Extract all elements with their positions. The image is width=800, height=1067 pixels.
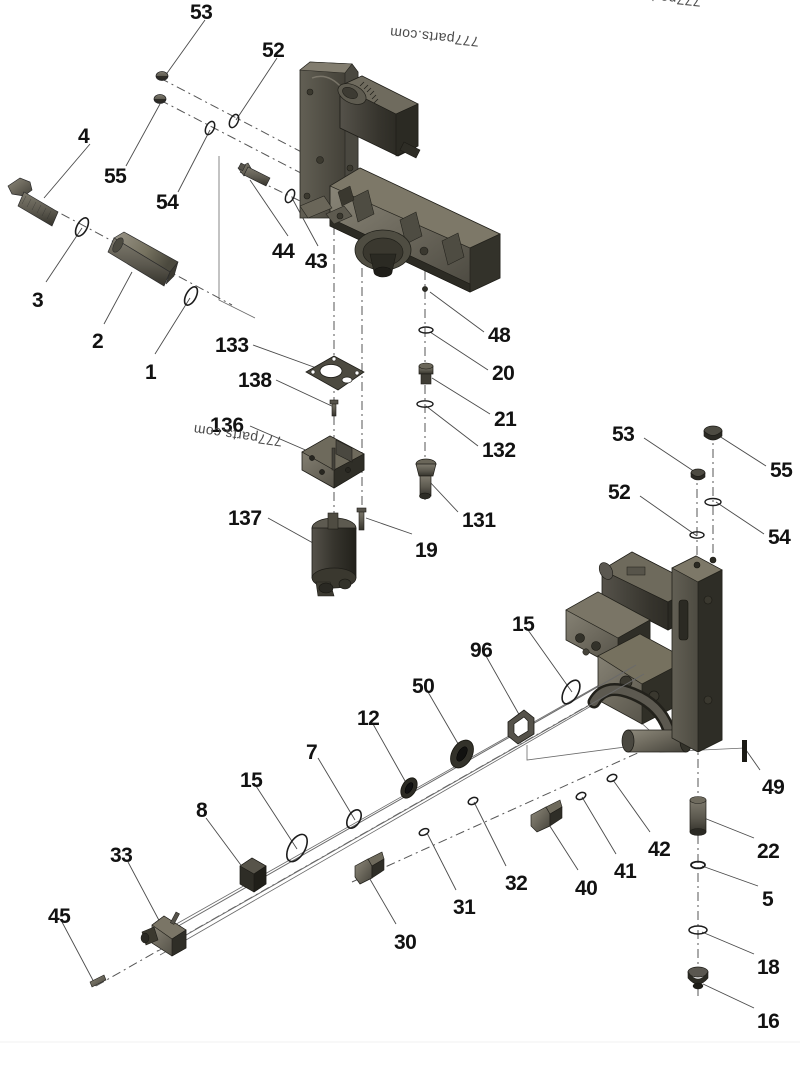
callout-50[interactable]: 50 xyxy=(412,675,435,698)
callout-12[interactable]: 12 xyxy=(357,707,380,730)
part-2-sleeve xyxy=(107,231,179,287)
callout-8[interactable]: 8 xyxy=(196,799,208,822)
part-16-plug xyxy=(687,966,709,990)
part-42-oring xyxy=(606,773,618,783)
callout-43[interactable]: 43 xyxy=(305,250,328,273)
callout-4[interactable]: 4 xyxy=(78,125,90,148)
part-21-fitting xyxy=(418,362,434,385)
callout-1[interactable]: 1 xyxy=(145,361,157,384)
part-49-key xyxy=(742,740,747,762)
part-7-oring xyxy=(345,809,363,829)
callout-54[interactable]: 54 xyxy=(156,191,179,214)
part-31-oring xyxy=(418,827,430,837)
part-43-oring xyxy=(284,188,296,204)
callout-22[interactable]: 22 xyxy=(757,840,780,863)
part-15-oring-right xyxy=(561,679,581,705)
part-32-oring xyxy=(467,796,479,806)
part-54-oring-right xyxy=(704,497,722,507)
piston-boss xyxy=(354,229,412,278)
callout-30[interactable]: 30 xyxy=(394,931,417,954)
part-48-pin xyxy=(422,286,428,292)
part-1-oring xyxy=(183,286,199,306)
part-18-oring xyxy=(688,925,708,935)
callout-7[interactable]: 7 xyxy=(306,741,318,764)
part-52-oring-right xyxy=(689,531,705,539)
part-8-block xyxy=(239,857,267,893)
lower-valve-body-assembly xyxy=(565,551,723,753)
callout-31[interactable]: 31 xyxy=(453,896,476,919)
part-55-plug-upper xyxy=(153,94,167,104)
part-137-solenoid xyxy=(311,512,357,597)
part-19-screw xyxy=(356,507,367,531)
shaft-assembly xyxy=(89,664,645,988)
callout-53[interactable]: 53 xyxy=(190,1,213,24)
callout-3[interactable]: 3 xyxy=(32,289,44,312)
part-3-oring xyxy=(74,217,90,237)
callout-15[interactable]: 15 xyxy=(512,613,535,636)
part-54-oring-upper xyxy=(204,120,216,136)
part-136-housing xyxy=(301,435,365,489)
part-41-oring xyxy=(575,791,587,801)
callout-132[interactable]: 132 xyxy=(482,439,516,462)
part-55-plug-right xyxy=(703,425,723,441)
callout-137[interactable]: 137 xyxy=(228,507,262,530)
part-45-pin xyxy=(89,974,107,988)
gear-detail xyxy=(337,81,379,105)
callout-20[interactable]: 20 xyxy=(492,362,515,385)
callout-48[interactable]: 48 xyxy=(488,324,511,347)
callout-133[interactable]: 133 xyxy=(215,334,249,357)
callout-18[interactable]: 18 xyxy=(757,956,780,979)
part-131-bolt xyxy=(415,458,437,500)
part-50-bushing xyxy=(450,739,474,769)
callout-55[interactable]: 55 xyxy=(770,459,793,482)
callout-32[interactable]: 32 xyxy=(505,872,528,895)
callout-33[interactable]: 33 xyxy=(110,844,133,867)
callout-131[interactable]: 131 xyxy=(462,509,496,532)
callout-52[interactable]: 52 xyxy=(608,481,631,504)
callout-41[interactable]: 41 xyxy=(614,860,637,883)
part-4-plug xyxy=(7,177,59,227)
callout-53[interactable]: 53 xyxy=(612,423,635,446)
part-52-oring-upper xyxy=(228,113,240,129)
upper-valve-body-assembly xyxy=(299,61,501,293)
callout-16[interactable]: 16 xyxy=(757,1010,780,1033)
callout-136[interactable]: 136 xyxy=(210,414,244,437)
callout-45[interactable]: 45 xyxy=(48,905,71,928)
callout-54[interactable]: 54 xyxy=(768,526,791,549)
callout-55[interactable]: 55 xyxy=(104,165,127,188)
callout-2[interactable]: 2 xyxy=(92,330,104,353)
part-138-screw xyxy=(329,399,339,417)
part-15-oring-left xyxy=(285,833,309,863)
leader-lines xyxy=(43,19,767,1009)
part-30-fitting xyxy=(354,851,385,885)
part-96-clip xyxy=(507,709,535,745)
part-22-sleeve xyxy=(689,796,707,836)
callout-44[interactable]: 44 xyxy=(272,240,295,263)
callout-52[interactable]: 52 xyxy=(262,39,285,62)
part-12-bushing xyxy=(400,777,418,799)
callout-40[interactable]: 40 xyxy=(575,877,598,900)
part-33-connector xyxy=(140,911,187,957)
part-132-oring xyxy=(416,400,434,408)
part-20-oring xyxy=(418,326,434,334)
callout-15[interactable]: 15 xyxy=(240,769,263,792)
part-44-fitting xyxy=(237,162,271,187)
callout-21[interactable]: 21 xyxy=(494,408,517,431)
part-40-fitting xyxy=(530,799,563,833)
part-53-plug-right xyxy=(690,468,706,481)
part-53-plug-upper xyxy=(155,71,169,81)
callout-96[interactable]: 96 xyxy=(470,639,493,662)
part-133-gasket xyxy=(305,355,365,391)
callout-138[interactable]: 138 xyxy=(238,369,272,392)
part-5-oring xyxy=(690,860,706,870)
callout-19[interactable]: 19 xyxy=(415,539,438,562)
callout-49[interactable]: 49 xyxy=(762,776,785,799)
callout-42[interactable]: 42 xyxy=(648,838,671,861)
callout-5[interactable]: 5 xyxy=(762,888,774,911)
